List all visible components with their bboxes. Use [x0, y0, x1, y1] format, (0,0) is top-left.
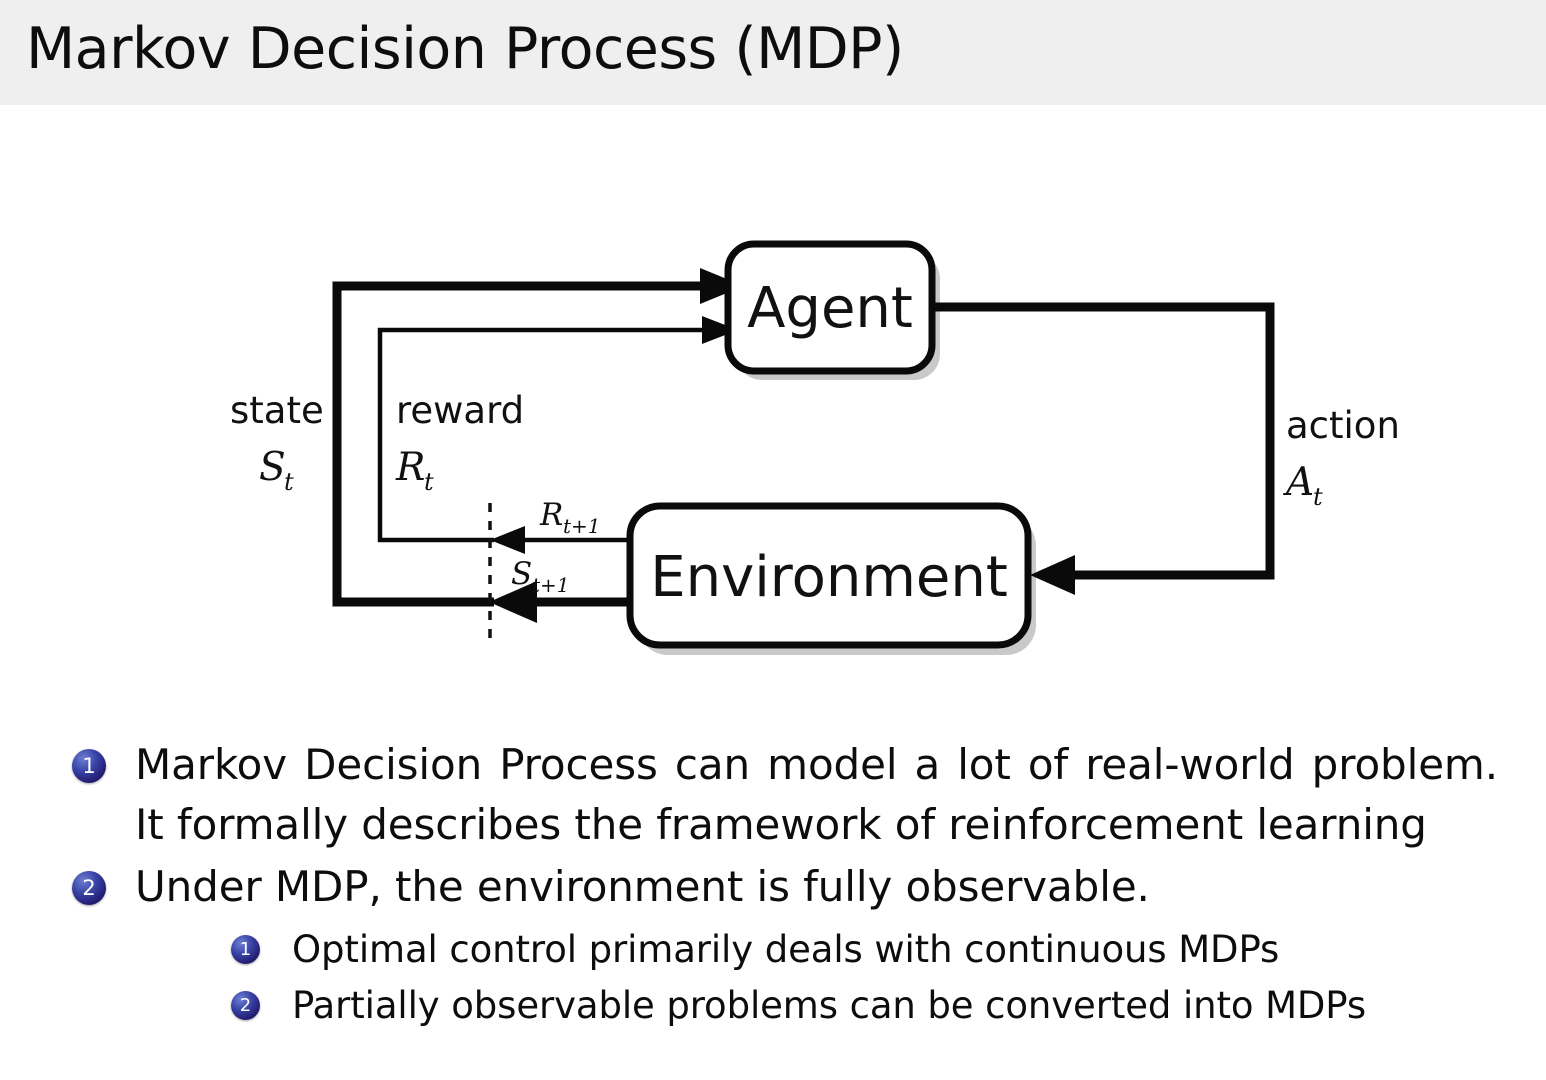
reward-label-word: reward: [396, 389, 524, 432]
reward-next-subscript: t+1: [563, 514, 601, 538]
reward-label-symbol: R: [395, 445, 425, 490]
agent-box-label: Agent: [747, 276, 913, 341]
sub-bullet-list: 1 Optimal control primarily deals with c…: [135, 923, 1546, 1033]
reward-next-symbol: R: [539, 497, 563, 533]
action-label-symbol: A: [1283, 460, 1314, 505]
state-label-subscript: t: [284, 468, 294, 496]
state-next-arrow: [489, 581, 630, 623]
bullet-badge-2: 2: [72, 871, 106, 905]
bullet-badge-1: 1: [72, 749, 106, 783]
reward-next-label: R t+1: [539, 497, 601, 538]
state-feedback-arrow: [332, 268, 744, 607]
list-item-text: Under MDP, the environment is fully obse…: [135, 862, 1150, 911]
agent-box: Agent: [724, 240, 936, 375]
agent-environment-diagram: Agent Environment state S t reward R t a…: [0, 105, 1546, 695]
page-title: Markov Decision Process (MDP): [26, 16, 904, 82]
list-item-text: Markov Decision Process can model a lot …: [135, 740, 1498, 849]
environment-box-label: Environment: [650, 545, 1008, 610]
state-next-symbol: S: [511, 556, 532, 592]
reward-label-subscript: t: [424, 468, 434, 496]
list-item: 2 Under MDP, the environment is fully ob…: [0, 857, 1546, 1033]
bullet-list: 1 Markov Decision Process can model a lo…: [0, 735, 1546, 1035]
state-label-symbol: S: [259, 445, 286, 490]
action-label: action A t: [1283, 404, 1400, 511]
action-label-subscript: t: [1313, 483, 1323, 511]
state-next-label: S t+1: [511, 556, 570, 597]
list-item: 1 Markov Decision Process can model a lo…: [0, 735, 1546, 855]
sub-bullet-badge-2: 2: [231, 991, 260, 1020]
slide-header-bar: Markov Decision Process (MDP): [0, 0, 1546, 105]
state-label: state S t: [230, 389, 324, 496]
action-label-word: action: [1286, 404, 1400, 447]
sub-bullet-badge-1: 1: [231, 935, 260, 964]
sub-list-item-text: Optimal control primarily deals with con…: [292, 928, 1280, 971]
action-arrow: [934, 302, 1275, 595]
sub-list-item-text: Partially observable problems can be con…: [292, 984, 1367, 1027]
environment-box: Environment: [626, 502, 1032, 649]
reward-feedback-arrow: [377, 316, 738, 543]
state-label-word: state: [230, 389, 324, 432]
reward-label: reward R t: [395, 389, 524, 496]
state-next-subscript: t+1: [532, 573, 570, 597]
sub-list-item: 1 Optimal control primarily deals with c…: [230, 923, 1546, 977]
reward-next-arrow: [490, 526, 630, 554]
sub-list-item: 2 Partially observable problems can be c…: [230, 979, 1546, 1033]
